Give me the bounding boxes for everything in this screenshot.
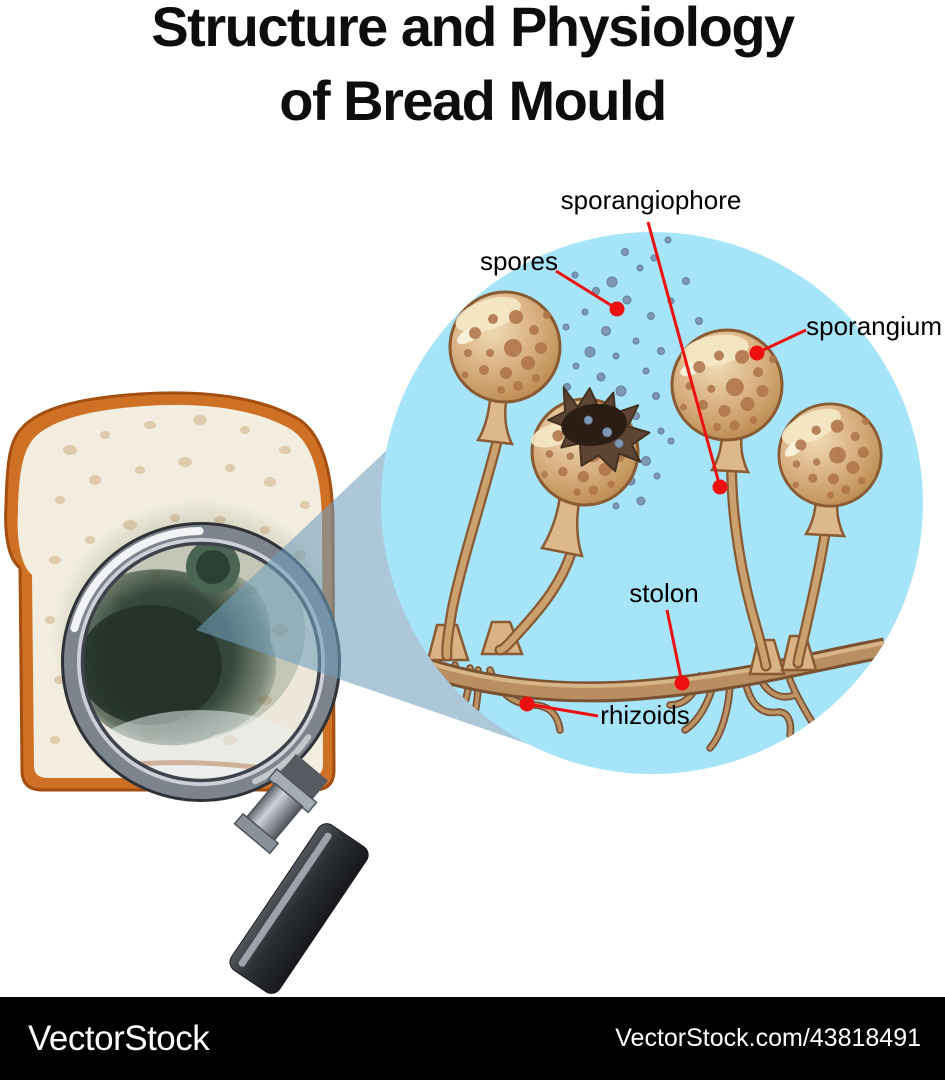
leader-stolon <box>665 609 684 684</box>
label-sporangiophore: sporangiophore <box>560 185 742 215</box>
leader-sporangiophore <box>646 221 722 488</box>
label-spores: spores <box>479 246 559 276</box>
leader-spores <box>555 269 618 311</box>
leader-sporangium <box>756 328 807 355</box>
title-line-1: Structure and Physiology <box>151 0 795 58</box>
handle-collar <box>233 753 329 855</box>
leader-rhizoids <box>526 702 599 718</box>
label-sporangium: sporangium <box>806 311 942 341</box>
mould-structures <box>406 236 887 752</box>
head-trumpets <box>475 398 847 558</box>
stolon <box>406 637 887 703</box>
watermark-credit: VectorStock.com/43818491 <box>615 1024 921 1052</box>
sporangium-1 <box>450 290 560 402</box>
burst-sporangium <box>530 386 651 507</box>
leader-lines <box>519 221 807 718</box>
magnifying-glass <box>61 522 369 994</box>
page-title: Structure and Physiology of Bread Mould <box>0 0 945 138</box>
sporangiophore-stalks <box>441 432 835 672</box>
label-rhizoids: rhizoids <box>600 700 690 730</box>
title-line-2: of Bread Mould <box>279 69 667 132</box>
watermark-bar: VectorStock VectorStock.com/43818491 <box>0 997 945 1080</box>
lens-view <box>79 540 323 784</box>
watermark-brand: VectorStock <box>28 1018 210 1058</box>
magnifier-handle <box>229 823 369 994</box>
label-stolon: stolon <box>629 578 699 608</box>
